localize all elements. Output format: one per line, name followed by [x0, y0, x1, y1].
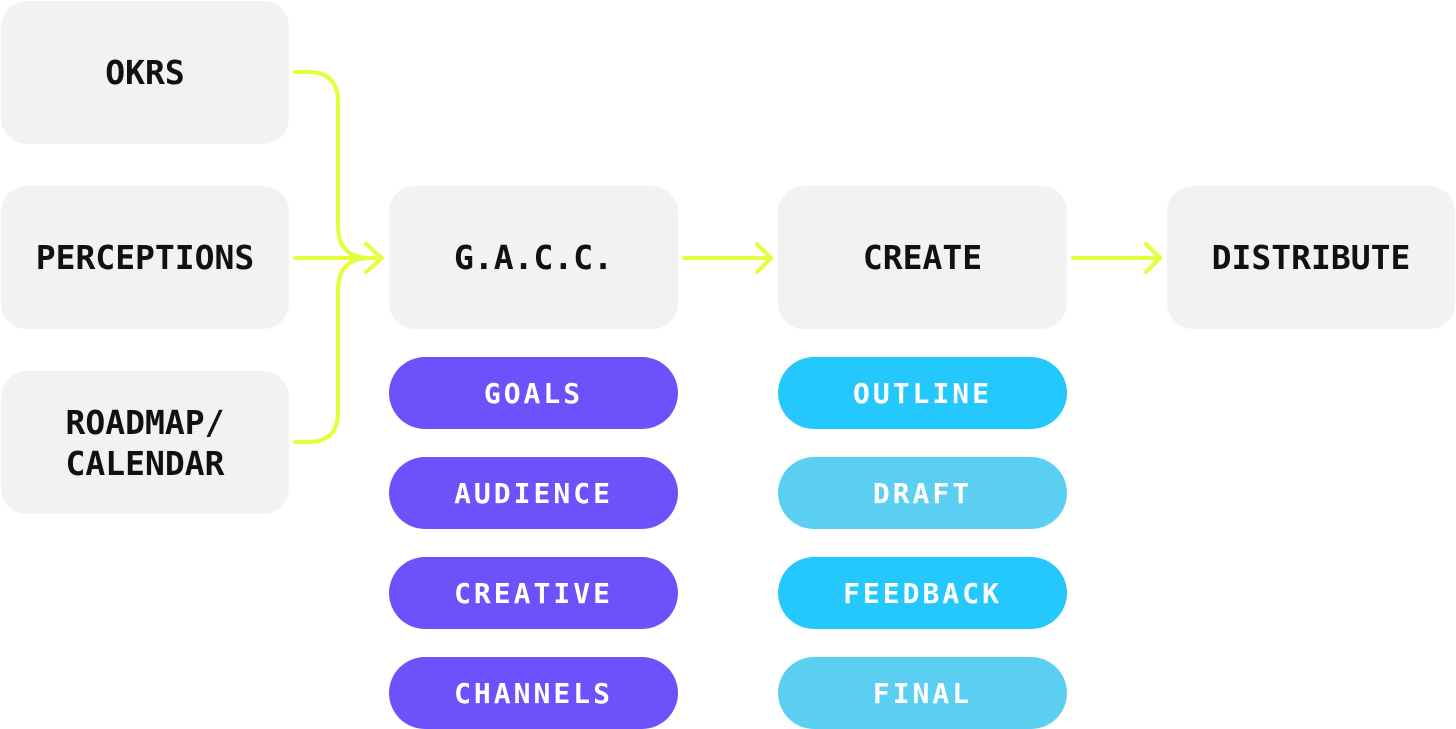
feedback-label: FEEDBACK [843, 576, 1002, 610]
creative-label: CREATIVE [454, 576, 613, 610]
gacc-label: G.A.C.C. [454, 238, 613, 277]
audience-pill: AUDIENCE [389, 457, 678, 529]
gacc-box: G.A.C.C. [389, 186, 678, 329]
draft-pill: DRAFT [778, 457, 1067, 529]
roadmap-calendar-label: ROADMAP/ CALENDAR [65, 402, 225, 483]
perceptions-label: PERCEPTIONS [35, 238, 255, 277]
merge-arrowhead [364, 242, 384, 274]
channels-label: CHANNELS [454, 676, 613, 710]
feedback-pill: FEEDBACK [778, 557, 1067, 629]
distribute-label: DISTRIBUTE [1211, 238, 1411, 277]
gacc-to-create-arrowhead [755, 242, 773, 274]
draft-label: DRAFT [872, 476, 973, 510]
distribute-box: DISTRIBUTE [1167, 186, 1455, 329]
outline-label: OUTLINE [852, 376, 992, 410]
goals-pill: GOALS [389, 357, 678, 429]
okrs-label: OKRS [105, 53, 185, 92]
okrs-box: OKRS [1, 1, 289, 144]
perceptions-box: PERCEPTIONS [1, 186, 289, 329]
outline-pill: OUTLINE [778, 357, 1067, 429]
okrs-connector [293, 70, 372, 260]
roadmap-connector [293, 256, 372, 444]
goals-label: GOALS [483, 376, 584, 410]
create-box: CREATE [778, 186, 1067, 329]
final-pill: FINAL [778, 657, 1067, 729]
creative-pill: CREATIVE [389, 557, 678, 629]
roadmap-calendar-box: ROADMAP/ CALENDAR [1, 371, 289, 514]
channels-pill: CHANNELS [389, 657, 678, 729]
create-label: CREATE [862, 238, 983, 277]
audience-label: AUDIENCE [454, 476, 613, 510]
create-to-distribute-arrowhead [1144, 242, 1162, 274]
final-label: FINAL [872, 676, 973, 710]
